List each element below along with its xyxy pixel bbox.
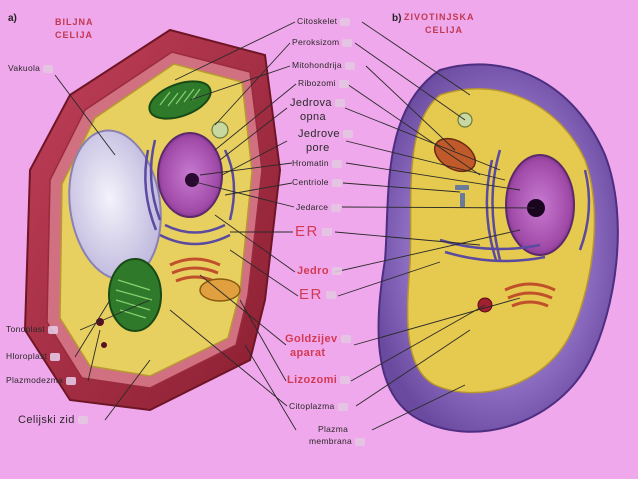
plant-cell — [23, 28, 282, 412]
redacted-mark — [50, 352, 61, 361]
plasmodesma-dot-2 — [101, 342, 107, 348]
redacted-mark — [342, 38, 353, 47]
label-jedrova-opna-2: opna — [300, 111, 327, 123]
label-jedrove-pore-1: Jedrove — [298, 129, 353, 140]
redacted-mark — [321, 228, 332, 237]
redacted-mark — [331, 267, 342, 276]
panel-b-letter: b) — [392, 13, 402, 24]
label-celijski-zid: Celijski zid — [18, 415, 88, 426]
panel-a-title-line1: BILJNA — [55, 17, 94, 27]
animal-er — [439, 149, 591, 263]
redacted-mark — [338, 79, 349, 88]
label-tonoplast: Tonoplast — [6, 325, 59, 334]
redacted-mark — [325, 291, 336, 300]
animal-golgi — [504, 282, 556, 308]
redacted-mark — [43, 64, 54, 73]
label-plazmodezma: Plazmodezma — [6, 376, 77, 385]
leader-lines — [54, 21, 536, 431]
redacted-mark — [340, 335, 351, 344]
label-er-top: ER — [295, 224, 332, 239]
centriole-shape — [455, 185, 469, 207]
redacted-mark — [340, 376, 351, 385]
label-citoplazma: Citoplazma — [289, 402, 348, 411]
label-lizozomi: Lizozomi — [287, 375, 351, 386]
panel-a-title-line2: CELIJA — [55, 30, 94, 40]
label-goldzijev-2: aparat — [290, 347, 326, 359]
plasmodesma-dot-1 — [96, 318, 104, 326]
redacted-mark — [342, 130, 353, 139]
chloroplast-top — [148, 80, 212, 120]
label-jedrova-opna-1: Jedrova — [290, 98, 345, 109]
label-hloroplast: Hloroplast — [6, 352, 61, 361]
label-plazma-membrana-1: Plazma — [318, 424, 349, 434]
redacted-mark — [337, 402, 348, 411]
plant-er — [144, 139, 236, 246]
label-peroksizom: Peroksizom — [292, 38, 353, 47]
plant-nucleolus-shape — [185, 173, 199, 187]
panel-b-title-line1: ZIVOTINJSKA — [404, 12, 475, 22]
redacted-mark — [48, 325, 59, 334]
chloroplast-bottom — [108, 258, 162, 332]
animal-cell — [377, 63, 619, 433]
label-er-bottom: ER — [299, 287, 336, 302]
label-jedarce: Jedarce — [296, 203, 342, 212]
panel-b-title-line2: CELIJA — [425, 25, 464, 35]
label-hromatin: Hromatin — [292, 159, 342, 168]
redacted-mark — [331, 159, 342, 168]
label-citoskelet: Citoskelet — [297, 17, 351, 26]
redacted-mark — [344, 61, 355, 70]
redacted-mark — [77, 416, 88, 425]
plant-peroxisome-shape — [211, 121, 229, 139]
redacted-mark — [355, 437, 366, 446]
label-vakuola: Vakuola — [8, 64, 54, 73]
label-mitohondrija: Mitohondrija — [292, 61, 355, 70]
redacted-mark — [66, 376, 77, 385]
label-goldzijev-1: Goldzijev — [285, 334, 351, 345]
label-jedro: Jedro — [297, 266, 342, 277]
redacted-mark — [334, 99, 345, 108]
redacted-mark — [331, 178, 342, 187]
plant-mitochondrion-shape — [199, 278, 241, 302]
redacted-mark — [331, 203, 342, 212]
label-ribozomi: Ribozomi — [298, 79, 349, 88]
label-plazma-membrana-2: membrana — [309, 437, 366, 446]
animal-nucleolus-shape — [527, 199, 545, 217]
panel-a-letter: a) — [8, 13, 17, 24]
label-jedrove-pore-2: pore — [306, 142, 330, 154]
redacted-mark — [340, 17, 351, 26]
label-centriole: Centriole — [292, 178, 342, 187]
